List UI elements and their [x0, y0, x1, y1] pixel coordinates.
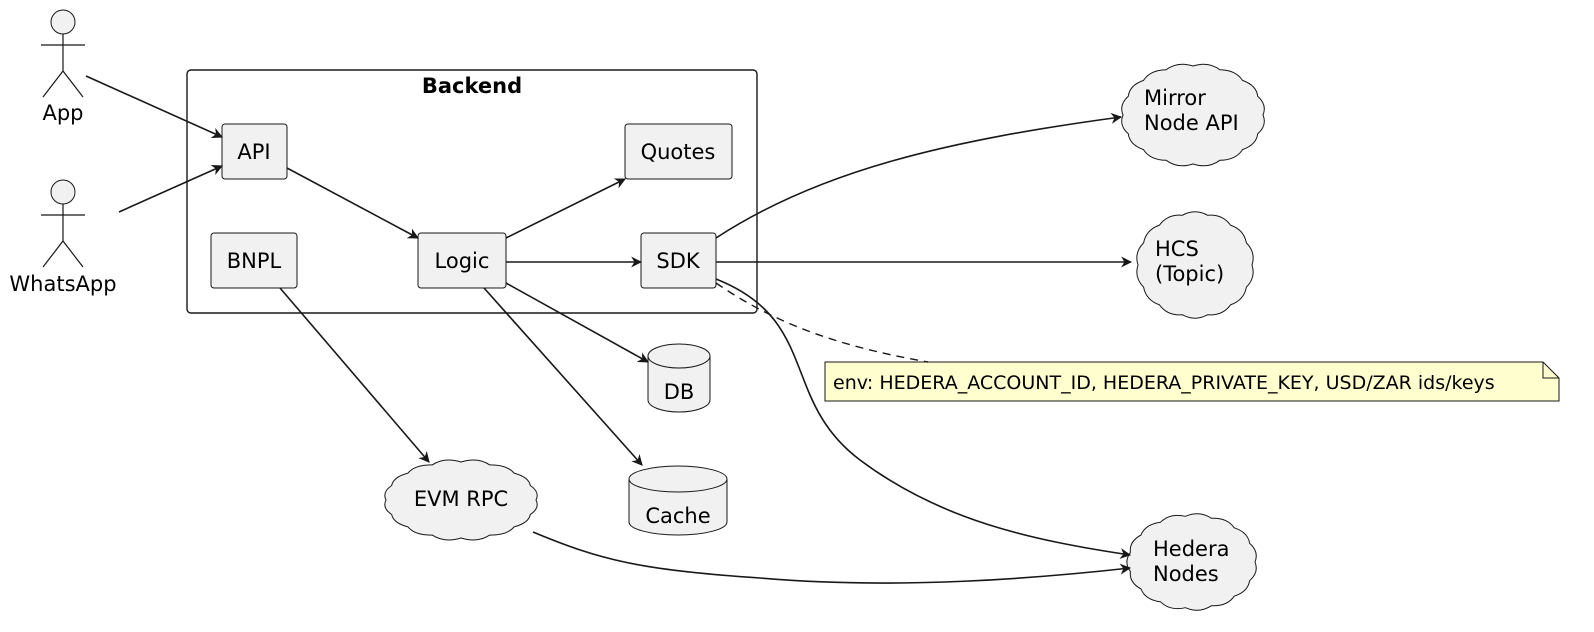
- edge-sdk-note: [715, 282, 929, 363]
- component-sdk-label: SDK: [656, 249, 701, 273]
- actor-app-icon: [41, 9, 85, 98]
- component-api-label: API: [237, 140, 270, 164]
- edge-logic-db: [505, 282, 649, 363]
- database-db: DB: [647, 343, 711, 413]
- edge-api-logic: [286, 167, 419, 239]
- edge-sdk-mirror: [715, 112, 1123, 239]
- edge-bnpl-evm: [279, 287, 430, 463]
- cloud-evm-label: EVM RPC: [414, 487, 508, 511]
- backend-package: Backend: [186, 69, 758, 314]
- actor-app-label: App: [42, 101, 83, 125]
- database-cache: Cache: [628, 465, 728, 536]
- cloud-hedera-line-1: Hedera: [1153, 537, 1229, 561]
- cloud-mirror: Mirror Node API: [1121, 63, 1265, 167]
- cloud-mirror-shape: [1121, 63, 1265, 167]
- actor-whatsapp-icon: [41, 179, 85, 268]
- cloud-hcs-shape: [1136, 211, 1254, 319]
- cloud-hcs: HCS (Topic): [1136, 211, 1254, 319]
- database-db-label: DB: [664, 380, 695, 404]
- env-note: env: HEDERA_ACCOUNT_ID, HEDERA_PRIVATE_K…: [824, 361, 1560, 402]
- cloud-evm-shape: [384, 459, 538, 541]
- cloud-hedera-line-2: Nodes: [1153, 562, 1219, 586]
- cloud-mirror-label: Mirror Node API: [1144, 86, 1239, 135]
- cloud-hcs-line-1: HCS: [1155, 237, 1199, 261]
- database-cache-label: Cache: [645, 504, 710, 528]
- actor-whatsapp: WhatsApp: [9, 179, 117, 296]
- cloud-hedera: Hedera Nodes: [1126, 513, 1257, 611]
- cloud-evm-line-1: EVM RPC: [414, 487, 508, 511]
- edges: [85, 75, 1133, 584]
- component-logic: Logic: [417, 232, 507, 289]
- actor-app: App: [41, 9, 85, 125]
- env-note-text: env: HEDERA_ACCOUNT_ID, HEDERA_PRIVATE_K…: [833, 372, 1495, 394]
- cloud-mirror-line-1: Mirror: [1144, 86, 1206, 110]
- cloud-mirror-line-2: Node API: [1144, 111, 1239, 135]
- cloud-hedera-shape: [1126, 513, 1257, 611]
- component-api: API: [221, 123, 288, 180]
- edge-whatsapp-api: [118, 165, 224, 213]
- component-bnpl-label: BNPL: [227, 249, 282, 273]
- cloud-hedera-label: Hedera Nodes: [1153, 537, 1236, 586]
- component-quotes-label: Quotes: [641, 140, 716, 164]
- edge-logic-quotes: [505, 178, 626, 239]
- backend-title: Backend: [422, 74, 522, 98]
- cloud-hcs-label: HCS (Topic): [1155, 237, 1224, 286]
- component-logic-label: Logic: [435, 249, 490, 273]
- component-bnpl: BNPL: [210, 232, 298, 289]
- cloud-evm: EVM RPC: [384, 459, 538, 541]
- edge-evm-hedera: [532, 531, 1132, 584]
- actor-whatsapp-label: WhatsApp: [9, 272, 116, 296]
- edge-sdk-hedera: [715, 278, 1132, 559]
- cloud-hcs-line-2: (Topic): [1155, 262, 1224, 286]
- edge-app-api: [85, 75, 224, 138]
- component-quotes: Quotes: [624, 123, 733, 180]
- component-sdk: SDK: [640, 232, 717, 289]
- edge-logic-cache: [483, 287, 643, 466]
